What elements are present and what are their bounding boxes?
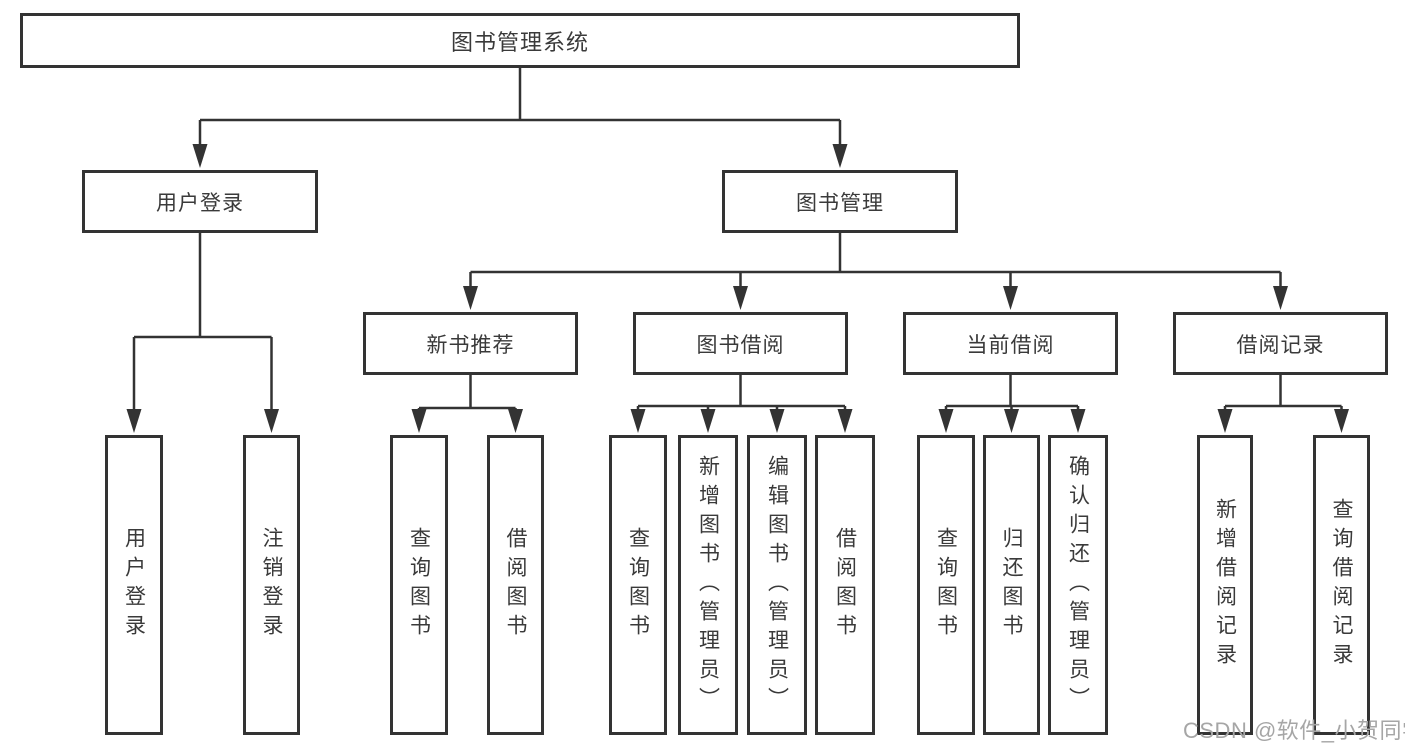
node-label: 编辑图书（管理员）	[765, 454, 789, 716]
node-label: 当前借阅	[966, 333, 1055, 357]
node-label: 查询借阅记录	[1330, 498, 1353, 672]
node-label: 新增借阅记录	[1213, 498, 1237, 672]
node-label: 查询图书	[626, 527, 650, 643]
node-label: 图书借阅	[696, 333, 785, 357]
node-borrowing-records: 借阅记录	[1173, 312, 1388, 375]
node-label: 借阅图书	[833, 527, 857, 643]
node-label: 归还图书	[1000, 527, 1023, 643]
csdn-watermark: CSDN @软件_小贺同学	[1183, 718, 1405, 743]
node-label: 借阅记录	[1236, 333, 1325, 357]
leaf-query-borrow-record: 查询借阅记录	[1313, 435, 1370, 735]
node-label: 借阅图书	[504, 527, 527, 643]
node-label: 新书推荐	[426, 333, 515, 357]
node-label: 查询图书	[934, 527, 958, 643]
node-label: 注销登录	[260, 527, 283, 643]
node-user-login: 用户登录	[82, 170, 318, 233]
node-label: 新增图书（管理员）	[696, 454, 720, 716]
leaf-query-books-3: 查询图书	[917, 435, 975, 735]
leaf-add-books-admin: 新增图书（管理员）	[678, 435, 738, 735]
leaf-confirm-return-admin: 确认归还（管理员）	[1048, 435, 1108, 735]
leaf-edit-books-admin: 编辑图书（管理员）	[747, 435, 807, 735]
node-label: 图书管理	[796, 191, 884, 215]
node-label: 确认归还（管理员）	[1066, 454, 1090, 716]
node-book-borrowing: 图书借阅	[633, 312, 848, 375]
node-new-book-recommendation: 新书推荐	[363, 312, 578, 375]
leaf-user-login: 用户登录	[105, 435, 163, 735]
leaf-add-borrow-record: 新增借阅记录	[1197, 435, 1253, 735]
leaf-return-books: 归还图书	[983, 435, 1040, 735]
leaf-logout: 注销登录	[243, 435, 300, 735]
node-label: 查询图书	[407, 527, 431, 643]
node-label: 图书管理系统	[450, 29, 589, 55]
node-label: 用户登录	[122, 527, 146, 643]
leaf-query-books-2: 查询图书	[609, 435, 667, 735]
leaf-borrow-books-1: 借阅图书	[487, 435, 544, 735]
leaf-borrow-books-2: 借阅图书	[815, 435, 875, 735]
leaf-query-books-1: 查询图书	[390, 435, 448, 735]
node-label: 用户登录	[156, 191, 244, 215]
node-book-management: 图书管理	[722, 170, 958, 233]
node-library-management-system: 图书管理系统	[20, 13, 1020, 68]
node-current-borrowing: 当前借阅	[903, 312, 1118, 375]
